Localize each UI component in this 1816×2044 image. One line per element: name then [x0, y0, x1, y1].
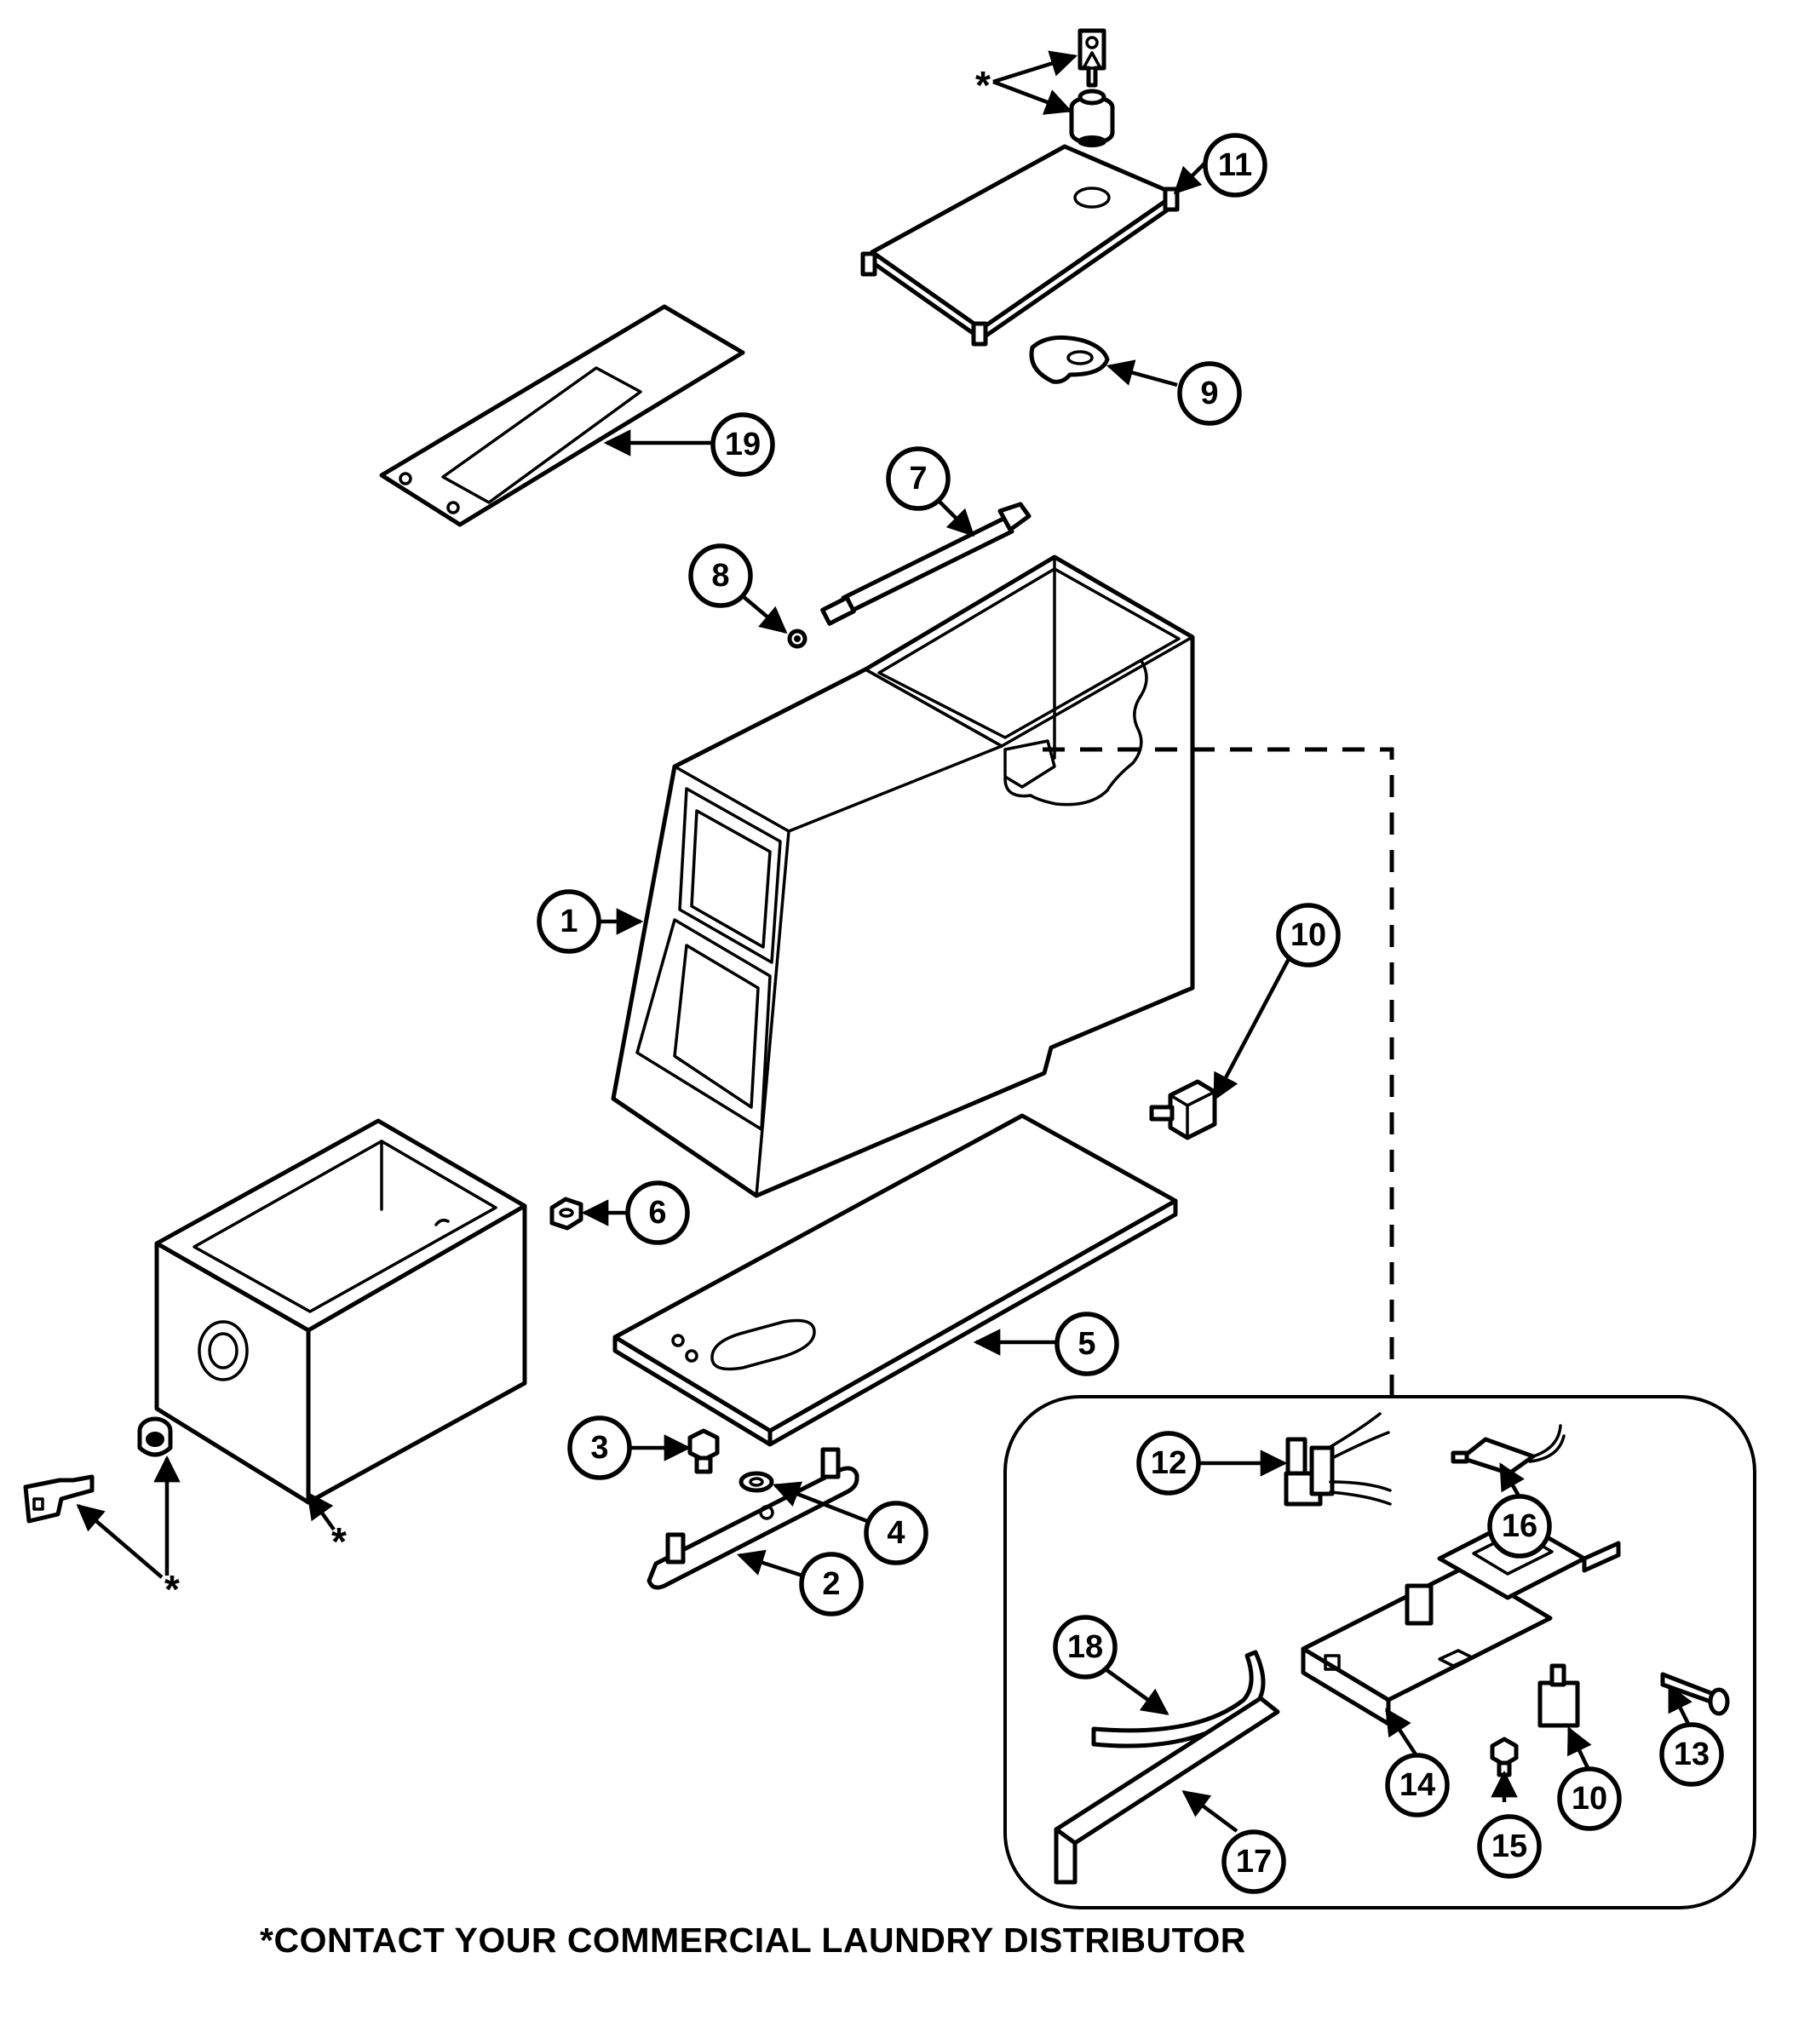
- callout-5: 5: [1055, 1312, 1119, 1376]
- sensor-part: [1451, 1424, 1566, 1476]
- small-screw-part: [1490, 1737, 1519, 1777]
- callout-17: 17: [1221, 1829, 1286, 1894]
- callout-10-inset: 10: [1557, 1766, 1622, 1831]
- cam-part: [1029, 335, 1110, 384]
- callout-7: 7: [886, 446, 951, 511]
- switch-part-inset: [1537, 1663, 1580, 1728]
- callout-8: 8: [688, 543, 753, 608]
- lock-cylinder-top: [1069, 89, 1115, 147]
- callout-19-label: 19: [725, 427, 761, 462]
- callout-6: 6: [625, 1180, 690, 1245]
- slot-plate-part: [379, 304, 745, 527]
- callout-3: 3: [567, 1415, 632, 1480]
- rod-part: [820, 502, 1032, 626]
- callout-12-label: 12: [1151, 1445, 1187, 1481]
- lock-cylinder-left: [137, 1416, 173, 1457]
- callout-2: 2: [799, 1552, 864, 1616]
- callout-7-label: 7: [909, 461, 927, 497]
- coin-box-part: [154, 1118, 527, 1505]
- lid-part: [860, 144, 1180, 347]
- callout-14: 14: [1385, 1753, 1450, 1817]
- callout-16-label: 16: [1502, 1508, 1537, 1544]
- washer-part: [738, 1471, 774, 1493]
- callout-13: 13: [1659, 1722, 1724, 1787]
- callout-1: 1: [537, 889, 601, 954]
- switch-part-top: [1149, 1079, 1217, 1140]
- callout-15: 15: [1477, 1814, 1542, 1879]
- asterisk-top: *: [975, 63, 991, 107]
- retainer-part: [787, 629, 807, 649]
- nut-part: [549, 1197, 583, 1231]
- callout-11: 11: [1203, 133, 1267, 198]
- asterisk-coin-box: *: [331, 1519, 347, 1564]
- callout-18-label: 18: [1067, 1629, 1103, 1665]
- base-plate-part: [612, 1113, 1178, 1447]
- callout-14-label: 14: [1399, 1767, 1435, 1803]
- callout-10-inset-label: 10: [1572, 1781, 1607, 1817]
- lock-key-top: [1078, 28, 1106, 88]
- callout-1-label: 1: [560, 904, 578, 939]
- actuator-bar-part: [1054, 1696, 1280, 1885]
- callout-9-label: 9: [1200, 376, 1218, 411]
- callout-8-label: 8: [711, 558, 729, 594]
- leader-lines: [76, 50, 1698, 1833]
- cabinet-part: [611, 554, 1195, 1198]
- callout-2-label: 2: [822, 1566, 840, 1602]
- callout-10-top-label: 10: [1290, 917, 1326, 953]
- callout-6-label: 6: [648, 1195, 666, 1231]
- callout-15-label: 15: [1491, 1829, 1527, 1864]
- callout-4-label: 4: [887, 1515, 905, 1551]
- bolt-part: [687, 1428, 720, 1474]
- callout-3-label: 3: [590, 1430, 608, 1466]
- callout-17-label: 17: [1236, 1844, 1272, 1880]
- lock-key-left: [23, 1474, 95, 1524]
- callout-12: 12: [1136, 1431, 1201, 1496]
- asterisk-left: *: [164, 1567, 180, 1611]
- callout-11-label: 11: [1218, 147, 1252, 183]
- callout-16: 16: [1487, 1494, 1552, 1559]
- callout-9: 9: [1177, 361, 1242, 426]
- callout-19: 19: [710, 412, 775, 477]
- callout-10-top: 10: [1276, 903, 1341, 967]
- callout-4: 4: [864, 1501, 928, 1565]
- footer-note: *CONTACT YOUR COMMERCIAL LAUNDRY DISTRIB…: [260, 1921, 1246, 1960]
- callout-13-label: 13: [1674, 1737, 1710, 1772]
- callout-18: 18: [1053, 1615, 1118, 1679]
- switch-assembly-part: [1284, 1412, 1392, 1507]
- inset-connector-line: [1043, 747, 1394, 1397]
- inset-detail-box: [1003, 1395, 1756, 1909]
- callout-5-label: 5: [1078, 1326, 1095, 1362]
